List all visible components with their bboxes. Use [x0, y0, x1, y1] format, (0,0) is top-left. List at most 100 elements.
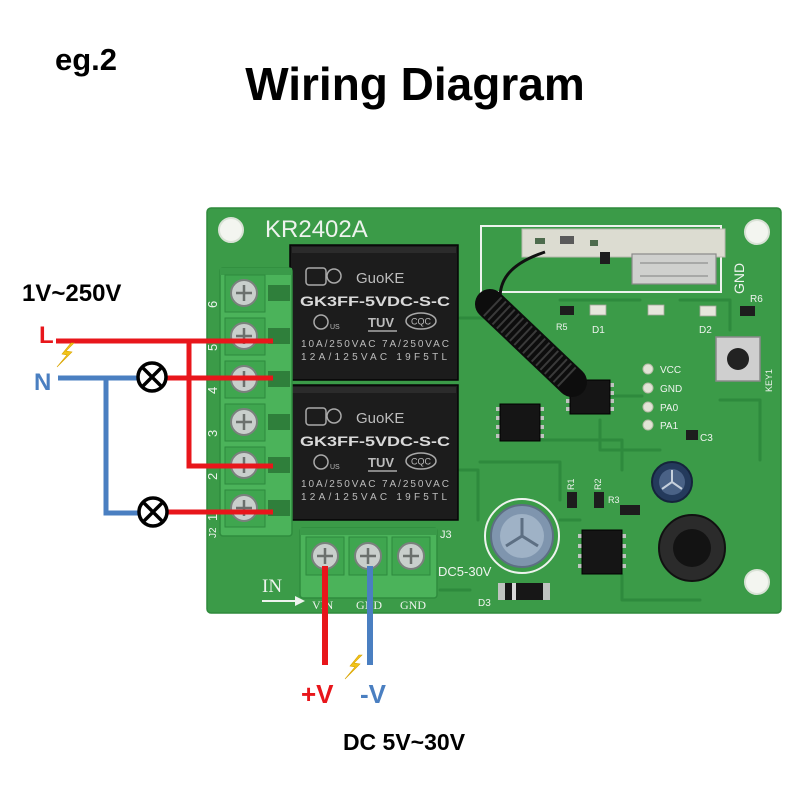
pad-vcc — [642, 363, 654, 375]
terminal-number: 2 — [205, 473, 220, 480]
rf-module-chip — [600, 252, 610, 264]
dc-negative-label: -V — [360, 679, 387, 709]
terminal-position-1 — [224, 489, 290, 528]
lamp-1 — [136, 361, 168, 393]
silk-vcc: VCC — [660, 365, 681, 376]
relay-rating-line-1: 10A/250VAC 7A/250VAC — [301, 479, 449, 490]
crystal — [631, 253, 717, 285]
terminal-block-cap — [220, 268, 292, 275]
input-rating-label: DC5-30V — [438, 564, 492, 579]
pad-gnd — [642, 382, 654, 394]
terminal-number: 5 — [205, 344, 220, 351]
neutral-branch-wire — [103, 378, 139, 516]
silk-pa1: PA1 — [660, 421, 679, 432]
relay-top-edge — [292, 387, 456, 393]
terminal-number: 1 — [205, 514, 220, 521]
relay-cert-cqc: CQC — [411, 317, 432, 327]
neutral-label: N — [34, 369, 51, 396]
relay-model: GK3FF-5VDC-S-C — [300, 433, 450, 449]
silk-d1: D1 — [592, 325, 605, 336]
resistor-r1 — [567, 492, 577, 508]
ul-mark-icon — [313, 314, 329, 330]
silk-c3: C3 — [700, 433, 713, 444]
input-arrow-icon — [262, 596, 305, 606]
input-pin-gnd-2 — [391, 536, 431, 576]
relay-model: GK3FF-5VDC-S-C — [300, 293, 450, 309]
rf-module-chip — [560, 236, 574, 244]
lightning-icon — [344, 654, 363, 680]
silk-r3: R3 — [608, 495, 620, 505]
pad-pa1 — [642, 419, 654, 431]
antenna-coil — [475, 250, 587, 397]
cqc-mark — [405, 452, 437, 470]
terminal-number: 6 — [205, 301, 220, 308]
guoke-logo — [305, 267, 342, 286]
silk-gnd-top: GND — [731, 263, 747, 294]
silk-d3: D3 — [478, 598, 491, 609]
relay-rating-line-1: 10A/250VAC 7A/250VAC — [301, 339, 449, 350]
silk-gnd-pad: GND — [660, 384, 682, 395]
antenna-wire — [498, 250, 546, 299]
mounting-hole-bottom-right — [744, 569, 770, 595]
resistor-r6 — [740, 306, 755, 316]
rf-module-chip — [590, 240, 598, 246]
rf-module — [480, 225, 726, 293]
resistor-r5 — [560, 306, 574, 315]
terminal-position-6 — [224, 274, 290, 313]
lightning-icon — [56, 342, 75, 368]
relay-2: GuoKE GK3FF-5VDC-S-C US TUV CQC 10A/250V… — [289, 384, 459, 521]
dc-wiring — [322, 566, 373, 665]
input-terminal-id: J3 — [440, 529, 452, 541]
diode-d3 — [498, 583, 550, 600]
pad-pa0 — [642, 401, 654, 413]
resistor-r3 — [620, 505, 640, 515]
relay-cert-tuv: TUV — [368, 455, 394, 470]
dc-positive-label: +V — [301, 679, 334, 709]
ic-chip-3 — [578, 529, 626, 575]
terminal-number: 4 — [205, 387, 220, 394]
relay-brand: GuoKE — [356, 270, 404, 287]
rf-module-board — [521, 228, 726, 258]
dc-voltage-label: DC 5V~30V — [343, 729, 466, 755]
led-d2 — [699, 305, 717, 317]
led-d5 — [647, 304, 665, 316]
silk-r6: R6 — [750, 294, 763, 305]
capacitor-outline — [484, 498, 560, 574]
relay-cert-cqc: CQC — [411, 457, 432, 467]
live-bridge-wire — [186, 341, 273, 469]
relay-cert-tuv: TUV — [368, 315, 394, 330]
mounting-hole-top-left — [218, 217, 244, 243]
board-model-label: KR2402A — [265, 216, 368, 243]
resistor-r2 — [594, 492, 604, 508]
mounting-hole-top-right — [744, 219, 770, 245]
terminal-position-3 — [224, 403, 290, 442]
example-label: eg.2 — [55, 42, 117, 77]
rf-module-outline — [480, 225, 722, 293]
relay-cert-us: US — [330, 464, 340, 471]
silk-key1: KEY1 — [764, 369, 774, 392]
relay-cert-us: US — [330, 324, 340, 331]
capacitor-small — [651, 461, 693, 503]
relay-rating-line-2: 12A/125VAC 19F5TL — [301, 352, 447, 363]
input-pin-label: GND — [400, 598, 426, 612]
guoke-logo — [305, 407, 342, 426]
relay-rating-line-2: 12A/125VAC 19F5TL — [301, 492, 447, 503]
page-title: Wiring Diagram — [245, 58, 585, 110]
ac-voltage-label: 1V~250V — [22, 280, 121, 307]
output-terminal-id: J2 — [208, 527, 219, 538]
lamp-2 — [137, 496, 169, 528]
ac-wiring — [56, 338, 273, 516]
silk-d2: D2 — [699, 325, 712, 336]
terminal-block-cap — [300, 528, 437, 535]
tactile-switch — [715, 336, 761, 382]
silk-pa0: PA0 — [660, 403, 679, 414]
cqc-mark — [405, 312, 437, 330]
input-direction-label: IN — [262, 576, 282, 597]
inductor — [658, 514, 726, 582]
rf-module-chip — [535, 238, 545, 244]
capacitor-large — [490, 504, 554, 568]
live-label: L — [39, 322, 54, 349]
terminal-number: 3 — [205, 430, 220, 437]
ic-chip-1 — [496, 403, 544, 442]
